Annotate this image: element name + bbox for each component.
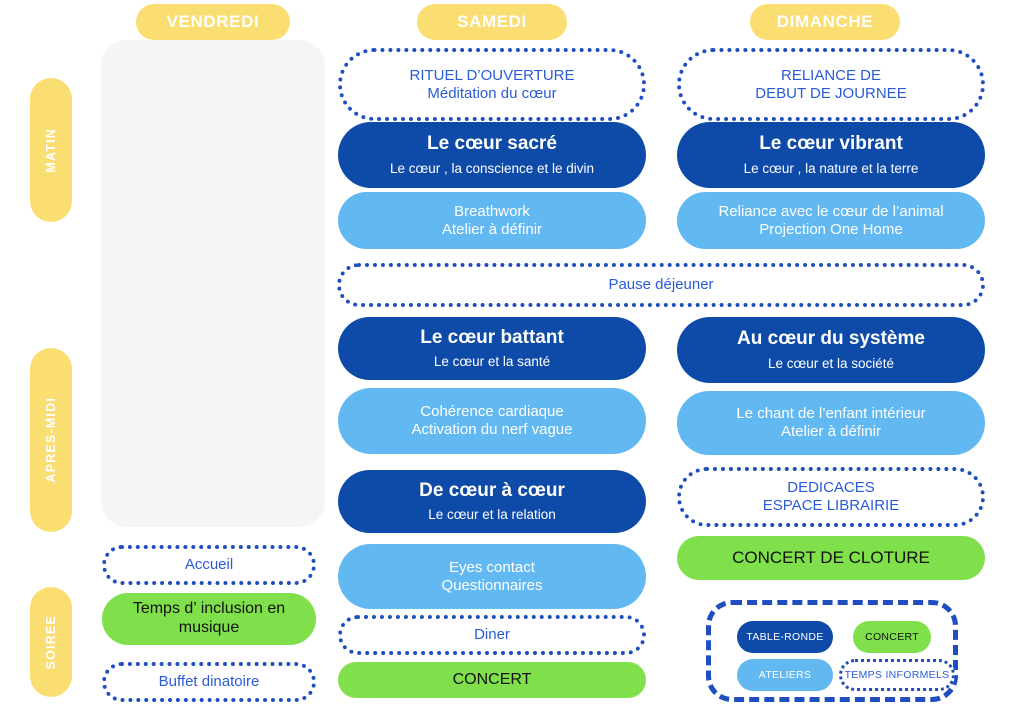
block-subtitle: Atelier à définir	[780, 423, 882, 440]
block-subtitle: Le cœur , la nature et la terre	[743, 160, 919, 176]
block-subtitle: Atelier à définir	[441, 220, 543, 238]
legend-item-table-ronde[interactable]: TABLE-RONDE	[737, 621, 833, 653]
samedi-block-concert[interactable]: CONCERT	[338, 662, 646, 698]
legend-item-label: CONCERT	[865, 631, 919, 643]
samedi-block-de-coeur-a-coeur[interactable]: De cœur à cœur Le cœur et la relation	[338, 470, 646, 533]
dimanche-block-dedicaces-librairie[interactable]: DEDICACES ESPACE LIBRAIRIE	[677, 467, 985, 527]
dimanche-block-reliance-coeur-animal[interactable]: Reliance avec le cœur de l’animal Projec…	[677, 192, 985, 249]
block-subtitle: ESPACE LIBRAIRIE	[762, 497, 900, 514]
legend-item-concert[interactable]: CONCERT	[853, 621, 931, 653]
vendredi-block-accueil[interactable]: Accueil	[102, 545, 316, 585]
dimanche-block-au-coeur-du-systeme[interactable]: Au cœur du système Le cœur et la société	[677, 317, 985, 383]
time-label-text: MATIN	[44, 127, 58, 173]
day-header-dimanche[interactable]: DIMANCHE	[750, 4, 900, 40]
block-subtitle: Le cœur et la société	[767, 355, 895, 371]
legend-item-label: ATELIERS	[758, 669, 812, 681]
block-title: Le cœur vibrant	[759, 133, 903, 155]
samedi-block-diner[interactable]: Diner	[338, 615, 646, 655]
day-header-label: VENDREDI	[166, 11, 260, 31]
vendredi-block-temps-inclusion-musique[interactable]: Temps d’ inclusion en musique	[102, 593, 316, 645]
block-title: Diner	[474, 626, 510, 644]
samedi-block-le-coeur-battant[interactable]: Le cœur battant Le cœur et la santé	[338, 317, 646, 380]
block-title: Breathwork	[454, 202, 530, 220]
block-title: Le cœur sacré	[427, 133, 557, 155]
dimanche-block-concert-de-cloture[interactable]: CONCERT DE CLOTURE	[677, 536, 985, 580]
day-header-vendredi[interactable]: VENDREDI	[136, 4, 290, 40]
samedi-block-breathwork[interactable]: Breathwork Atelier à définir	[338, 192, 646, 249]
block-subtitle: musique	[178, 619, 240, 636]
samedi-block-rituel-ouverture[interactable]: RITUEL D’OUVERTURE Méditation du cœur	[338, 48, 646, 121]
block-title: Eyes contact	[449, 558, 535, 576]
samedi-block-coherence-cardiaque[interactable]: Cohérence cardiaque Activation du nerf v…	[338, 388, 646, 454]
day-header-label: SAMEDI	[457, 11, 527, 31]
time-label-apres-midi: APRES-MIDI	[30, 348, 72, 532]
block-title: Reliance avec le cœur de l’animal	[718, 202, 944, 220]
block-subtitle: Le cœur , la conscience et le divin	[389, 160, 595, 176]
vendredi-empty-panel	[101, 40, 325, 527]
block-subtitle: Projection One Home	[759, 220, 903, 238]
block-subtitle: Activation du nerf vague	[411, 421, 573, 438]
vendredi-block-buffet-dinatoire[interactable]: Buffet dinatoire	[102, 662, 316, 702]
block-title: Le chant de l’enfant intérieur	[736, 405, 926, 423]
block-title: Le cœur battant	[420, 326, 564, 348]
samedi-block-le-coeur-sacre[interactable]: Le cœur sacré Le cœur , la conscience et…	[338, 122, 646, 188]
block-title: CONCERT	[452, 670, 532, 688]
time-label-matin: MATIN	[30, 78, 72, 222]
day-header-samedi[interactable]: SAMEDI	[417, 4, 567, 40]
block-title: DEDICACES	[787, 479, 875, 497]
block-title: Au cœur du système	[737, 328, 925, 350]
samedi-block-eyes-contact[interactable]: Eyes contact Questionnaires	[338, 544, 646, 609]
block-subtitle: Le cœur et la relation	[428, 507, 556, 523]
block-subtitle: Méditation du cœur	[427, 84, 557, 102]
block-title: CONCERT DE CLOTURE	[732, 547, 930, 567]
dimanche-block-le-coeur-vibrant[interactable]: Le cœur vibrant Le cœur , la nature et l…	[677, 122, 985, 188]
block-title: Pause déjeuner	[608, 276, 714, 294]
block-title: Cohérence cardiaque	[420, 403, 564, 421]
legend-item-label: TEMPS INFORMELS	[844, 669, 950, 681]
block-subtitle: Questionnaires	[441, 576, 543, 594]
block-title: RELIANCE DE	[780, 66, 882, 84]
block-title: RITUEL D’OUVERTURE	[409, 66, 575, 84]
legend-item-label: TABLE-RONDE	[746, 631, 824, 643]
shared-block-pause-dejeuner[interactable]: Pause déjeuner	[337, 263, 985, 307]
legend-item-temps-informels[interactable]: TEMPS INFORMELS	[839, 659, 955, 691]
time-label-text: SOIREE	[44, 614, 58, 670]
day-header-label: DIMANCHE	[776, 11, 874, 31]
block-subtitle: Le cœur et la santé	[433, 354, 551, 370]
legend-box: TABLE-RONDE CONCERT ATELIERS TEMPS INFOR…	[706, 600, 958, 702]
time-label-soiree: SOIREE	[30, 587, 72, 697]
block-title: Buffet dinatoire	[158, 673, 260, 691]
legend-item-ateliers[interactable]: ATELIERS	[737, 659, 833, 691]
block-title: Temps d’ inclusion en	[132, 600, 286, 618]
dimanche-block-chant-enfant-interieur[interactable]: Le chant de l’enfant intérieur Atelier à…	[677, 391, 985, 455]
dimanche-block-reliance-debut-journee[interactable]: RELIANCE DE DEBUT DE JOURNEE	[677, 48, 985, 121]
block-title: De cœur à cœur	[419, 479, 565, 501]
block-title: Accueil	[184, 556, 234, 574]
time-label-text: APRES-MIDI	[44, 397, 58, 483]
block-subtitle: DEBUT DE JOURNEE	[755, 84, 907, 102]
